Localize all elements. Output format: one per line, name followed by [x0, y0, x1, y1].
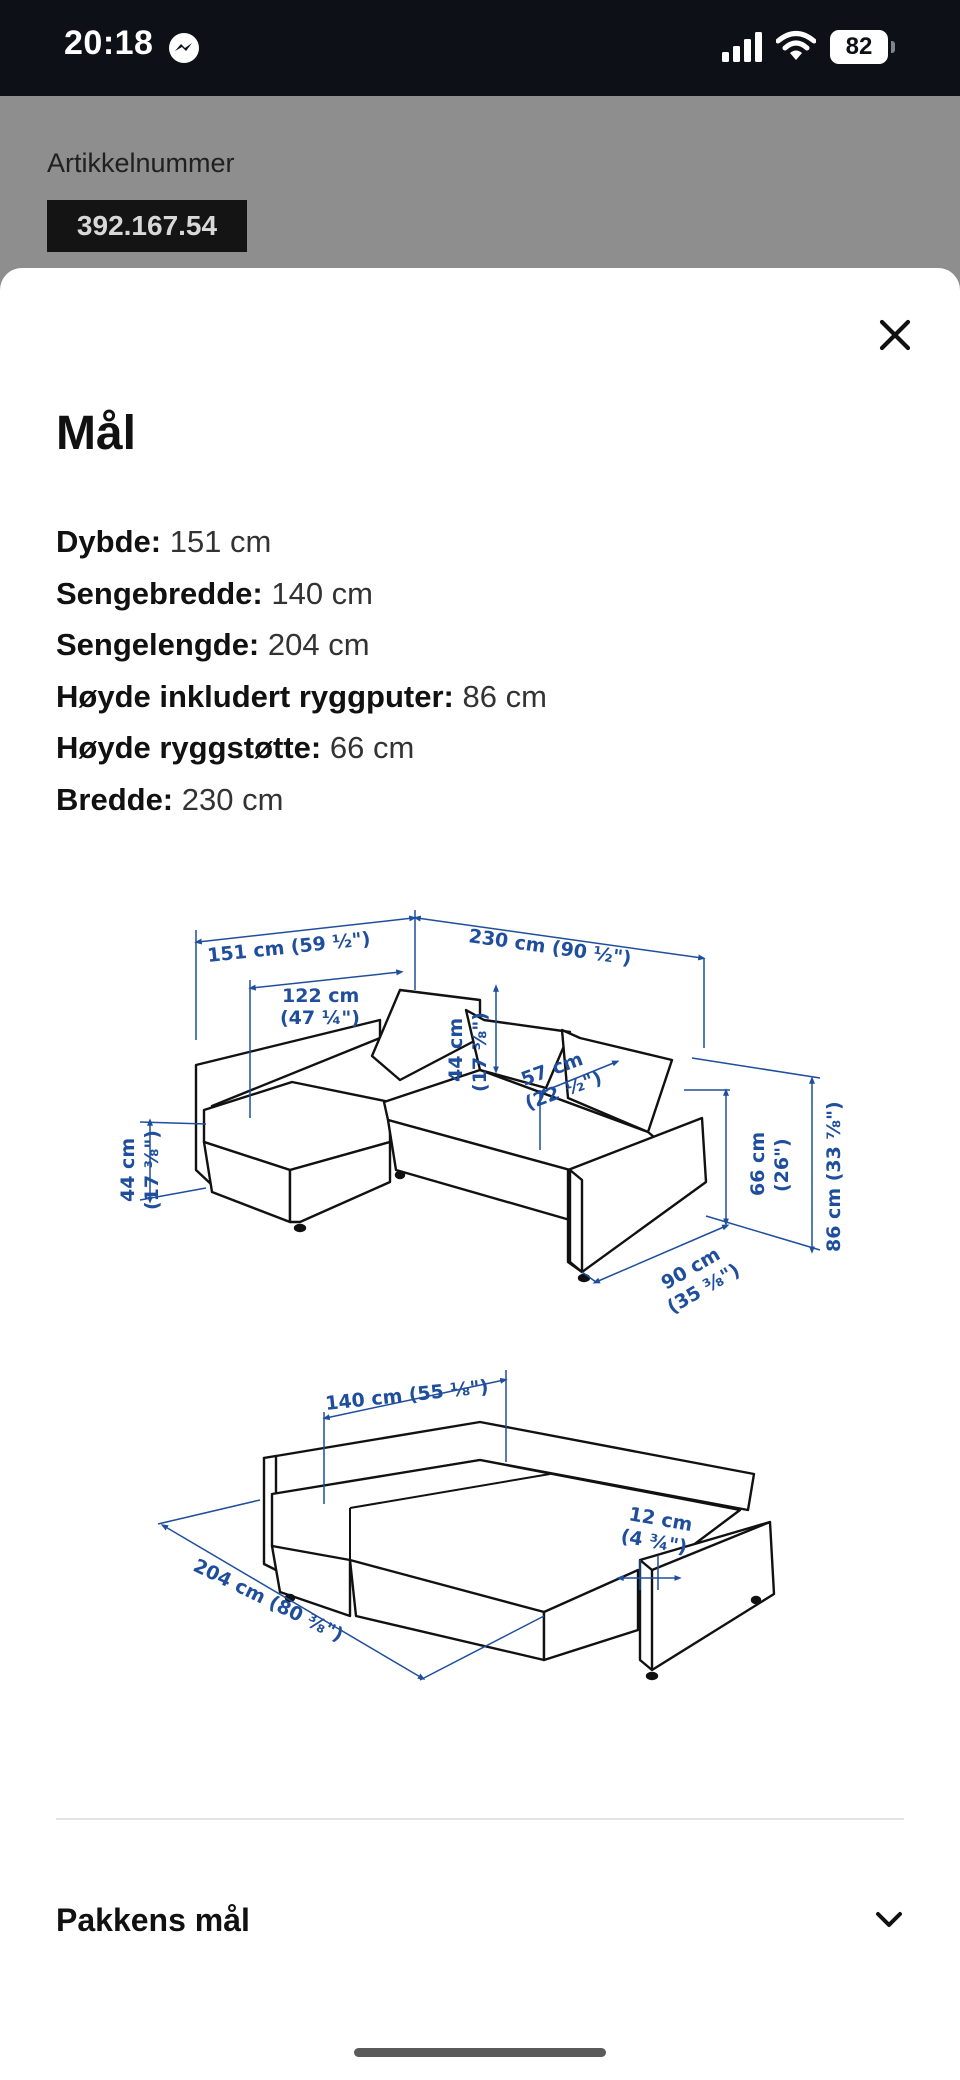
chaise-depth-inch: (47 ¼") — [280, 1007, 360, 1029]
bed-drawing — [262, 1420, 776, 1681]
sofa-dimension-lines — [139, 910, 821, 1284]
sheet-title: Mål — [56, 407, 137, 460]
sofa-drawing — [194, 988, 708, 1283]
article-number-badge: 392.167.54 — [47, 200, 247, 252]
depth-dimension: 151 cm (59 ½") — [206, 928, 371, 967]
dimension-value: 151 cm — [169, 524, 272, 559]
bed-width-dimension: 140 cm (55 ⅛") — [324, 1376, 489, 1415]
dimension-label: Sengelengde: — [56, 627, 260, 662]
back-height-dimension: 66 cm — [747, 1132, 769, 1196]
dimensions-list: Dybde: 151 cm Sengebredde: 140 cm Sengel… — [56, 516, 916, 825]
close-button[interactable] — [868, 308, 922, 362]
dimension-row-backrest-height: Høyde ryggstøtte: 66 cm — [56, 722, 916, 774]
dimension-value: 86 cm — [462, 678, 547, 714]
close-icon — [879, 319, 911, 351]
status-time: 20:18 — [64, 24, 154, 62]
package-dimensions-accordion[interactable]: Pakkens mål — [56, 1880, 904, 1960]
back-cushion-dimension: 44 cm — [445, 1018, 467, 1082]
back-height-inch: (26") — [771, 1138, 793, 1192]
article-number-label: Artikkelnummer — [47, 148, 235, 178]
chaise-depth-dimension: 122 cm — [282, 985, 359, 1007]
dimension-value: 230 cm — [181, 781, 284, 817]
width-dimension: 230 cm (90 ½") — [467, 925, 632, 970]
home-indicator[interactable] — [354, 2048, 606, 2057]
dimension-row-bed-length: Sengelengde: 204 cm — [56, 619, 916, 671]
signal-icon — [722, 32, 764, 67]
battery-icon: 82 — [830, 30, 895, 64]
wifi-icon — [775, 30, 817, 67]
chevron-down-icon — [876, 1912, 902, 1927]
dimension-row-depth: Dybde: 151 cm — [56, 516, 916, 568]
dimension-label: Dybde: — [56, 524, 162, 559]
dimension-label: Sengebredde: — [56, 575, 263, 611]
dimension-label: Bredde: — [56, 781, 174, 817]
dimension-label: Høyde ryggstøtte: — [56, 730, 322, 765]
bed-dimension-lines — [157, 1370, 682, 1681]
seat-height-inch: (17 ⅜") — [141, 1130, 163, 1210]
dimension-row-bed-width: Sengebredde: 140 cm — [56, 568, 916, 620]
sofa-dimension-diagram: 151 cm (59 ½") 230 cm (90 ½") 122 cm (47… — [117, 910, 845, 1681]
status-bar: 20:18 82 — [0, 0, 960, 96]
dimension-row-height-cushions: Høyde inkludert ryggputer: 86 cm — [56, 671, 916, 723]
back-cushion-inch: (17 ⅜") — [469, 1012, 491, 1092]
dimension-value: 204 cm — [267, 627, 370, 662]
messenger-icon — [168, 32, 200, 69]
dimension-row-width: Bredde: 230 cm — [56, 774, 916, 826]
dimension-label: Høyde inkludert ryggputer: — [56, 678, 454, 714]
dimension-value: 140 cm — [271, 575, 374, 611]
dimension-value: 66 cm — [329, 730, 415, 765]
package-dimensions-label: Pakkens mål — [56, 1901, 250, 1938]
section-divider — [56, 1818, 904, 1820]
seat-height-dimension: 44 cm — [117, 1138, 139, 1202]
total-height-dimension: 86 cm (33 ⅞") — [823, 1101, 845, 1252]
